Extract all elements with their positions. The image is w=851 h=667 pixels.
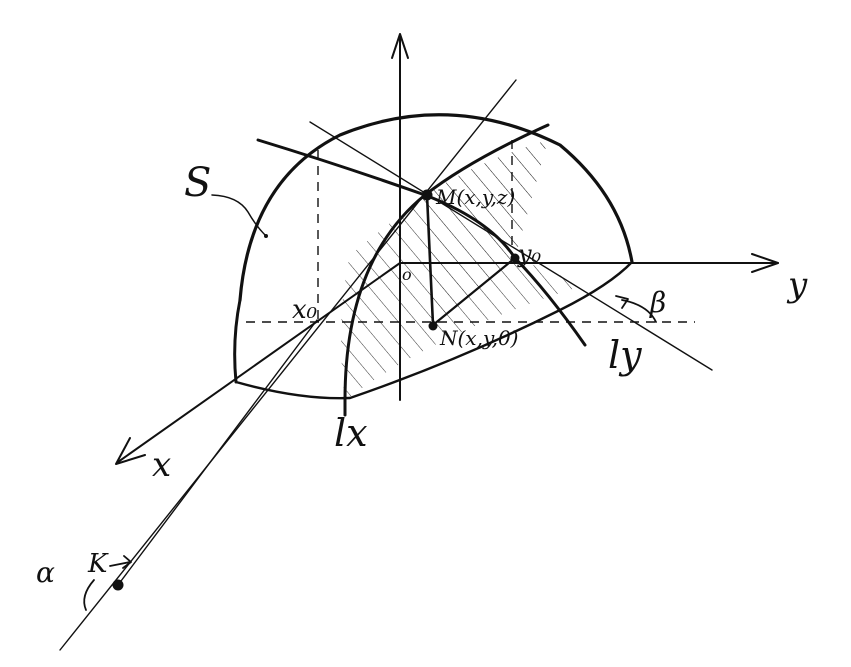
label-angle-beta: β [649,286,666,319]
y-axis-arrowhead [751,253,779,273]
z-axis-arrowhead [391,33,409,59]
label-x0: x₀ [292,295,318,325]
point-m-dot [421,189,433,201]
angle-alpha-arc [83,579,95,611]
point-y0-dot [510,253,520,263]
label-angle-alpha: α [36,556,55,589]
label-surface-s: S [184,160,211,206]
segment-n-y0 [431,256,517,327]
label-point-k: K [87,549,109,579]
label-y0: y₀ [517,240,542,268]
section-curve-lx [343,123,550,417]
segment-m-n [425,193,435,327]
surface-outline-top [238,113,634,302]
angle-beta-arrowhead [615,295,629,309]
tangent-line-x [59,79,517,651]
line-x0-m [117,319,318,586]
hatched-section-lower [341,195,585,400]
surface-leader-dot [264,234,268,238]
surface-outline-left [233,298,242,384]
label-point-m: M(x,y,z) [435,185,515,209]
section-curve-ly [256,138,587,347]
angle-k-arrow [109,555,132,569]
label-axis-x: x [152,445,171,485]
label-line-lx: lx [334,411,368,455]
point-n-dot [428,321,438,331]
surface-leader-line [211,194,267,237]
point-k-dot [112,579,124,591]
label-line-ly: ly [608,333,642,377]
x-axis-arrowhead [115,437,146,465]
surface-outline-bottom [234,260,634,400]
hatched-section [425,140,548,325]
x-axis [117,262,401,463]
label-origin: o [402,265,412,284]
label-axis-y: y [786,265,808,305]
tangent-line-ly [309,121,713,371]
label-point-n: N(x,y,0) [439,326,518,350]
